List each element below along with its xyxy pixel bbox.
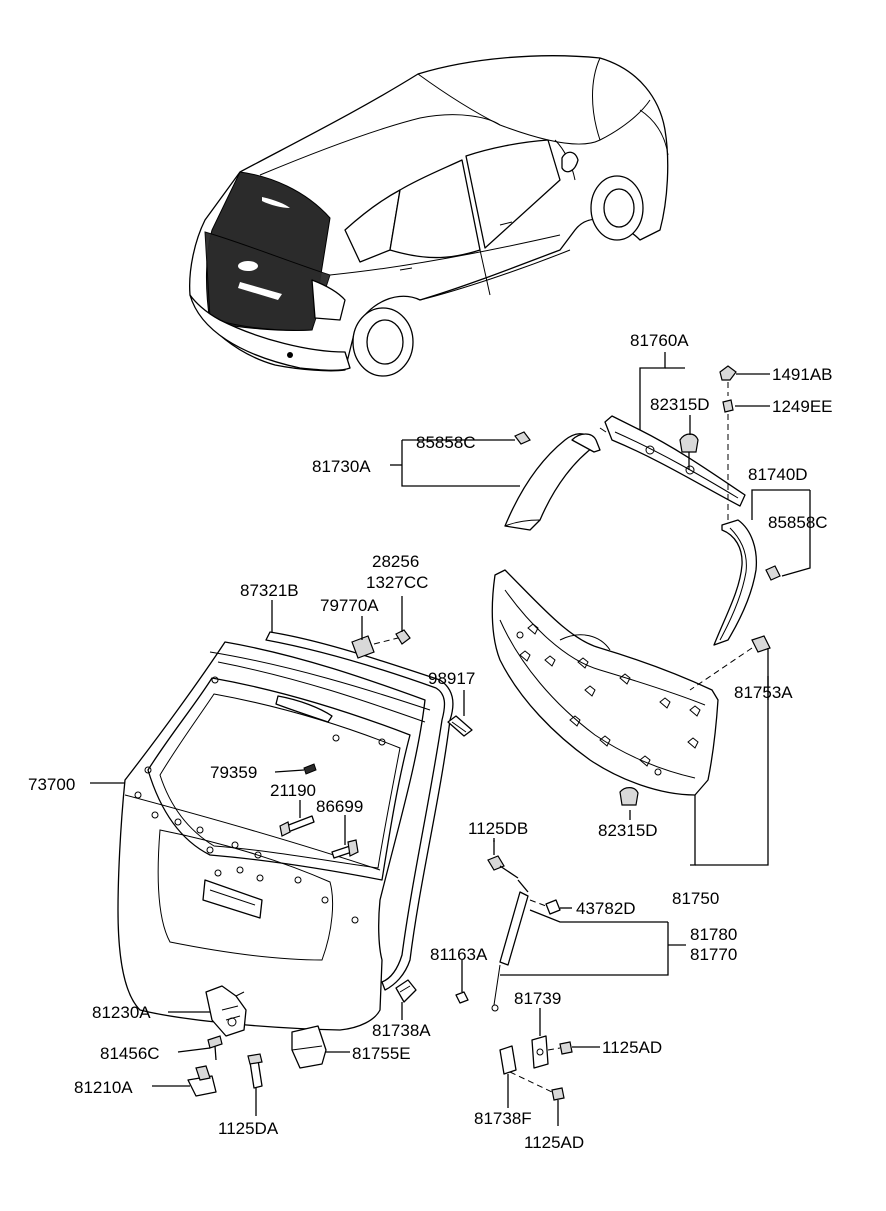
label-81738a: 81738A xyxy=(372,1021,431,1040)
bolt-1125db xyxy=(487,840,519,879)
label-87321b: 87321B xyxy=(240,581,299,600)
nut-1327cc xyxy=(395,629,411,645)
bolt-81456c xyxy=(207,1035,223,1061)
part-98917-pad xyxy=(447,715,473,737)
label-1125da: 1125DA xyxy=(218,1119,279,1138)
label-1125ad-right: 1125AD xyxy=(602,1038,662,1057)
label-21190: 21190 xyxy=(270,781,316,800)
gas-lifter-81780 xyxy=(491,879,529,1012)
part-81730a-side-trim xyxy=(504,433,601,531)
label-43782d: 43782D xyxy=(576,899,636,918)
label-81230a: 81230A xyxy=(92,1003,151,1022)
label-81163a: 81163A xyxy=(430,945,488,964)
bolt-1125ad-right xyxy=(547,1041,573,1055)
label-81730a: 81730A xyxy=(312,457,371,476)
bracket-81739 xyxy=(531,1035,549,1069)
clip-85858c-right xyxy=(765,565,781,581)
clip-1491ab xyxy=(719,365,770,381)
vehicle-illustration xyxy=(189,55,669,377)
label-81760a: 81760A xyxy=(630,331,689,350)
part-number-labels: 81760A 1491AB 82315D 1249EE 85858C 81730… xyxy=(28,331,833,1152)
label-81210a: 81210A xyxy=(74,1078,133,1097)
label-98917: 98917 xyxy=(428,669,475,688)
label-81738f: 81738F xyxy=(474,1109,532,1128)
striker-81210a xyxy=(187,1065,217,1097)
clip-82315d-bottom xyxy=(619,787,639,806)
ball-stud-43782d xyxy=(529,899,572,915)
leader-lines xyxy=(90,352,811,1126)
label-81739: 81739 xyxy=(514,989,561,1008)
label-79770a: 79770A xyxy=(320,596,379,615)
latch-81230a xyxy=(205,985,247,1037)
label-1327cc: 1327CC xyxy=(366,573,428,592)
label-79359: 79359 xyxy=(210,763,257,782)
part-79770a-bumper xyxy=(351,635,399,659)
label-1125db: 1125DB xyxy=(468,819,528,838)
label-81740d: 81740D xyxy=(748,465,808,484)
switch-81755e xyxy=(291,1025,327,1069)
label-1249ee: 1249EE xyxy=(772,397,833,416)
label-81770: 81770 xyxy=(690,945,737,964)
label-1125ad-bottom: 1125AD xyxy=(524,1133,584,1152)
label-1491ab: 1491AB xyxy=(772,365,833,384)
bolt-1125da xyxy=(247,1053,263,1089)
label-73700: 73700 xyxy=(28,775,75,794)
part-81750-inner-trim-panel xyxy=(491,569,719,796)
label-82315d-bottom: 82315D xyxy=(598,821,658,840)
ball-stud-81163a xyxy=(455,991,469,1004)
bumper-81738a xyxy=(395,979,417,1003)
part-81740d-side-trim xyxy=(713,519,758,646)
label-85858c-right: 85858C xyxy=(768,513,828,532)
clip-85858c-left xyxy=(514,431,531,445)
label-82315d-top: 82315D xyxy=(650,395,710,414)
label-81750: 81750 xyxy=(672,889,719,908)
part-73700-tailgate-panel xyxy=(117,641,431,1031)
bolt-21190 xyxy=(279,815,315,837)
label-28256: 28256 xyxy=(372,552,419,571)
label-81780: 81780 xyxy=(690,925,737,944)
bracket-81738f xyxy=(499,1045,553,1093)
clip-81753a xyxy=(689,635,771,691)
label-85858c-left: 85858C xyxy=(416,433,476,452)
label-86699: 86699 xyxy=(316,797,363,816)
bolt-86699 xyxy=(331,839,359,859)
label-81753a: 81753A xyxy=(734,683,793,702)
part-87321b-weatherstrip xyxy=(265,631,454,991)
label-81456c: 81456C xyxy=(100,1044,160,1063)
bolt-1125ad-bottom xyxy=(551,1087,565,1101)
clip-82315d-top xyxy=(679,433,699,470)
part-81760a-upper-trim xyxy=(599,415,746,507)
label-81755e: 81755E xyxy=(352,1044,411,1063)
screw-1249ee xyxy=(722,382,770,520)
bolt-79359 xyxy=(274,763,317,775)
